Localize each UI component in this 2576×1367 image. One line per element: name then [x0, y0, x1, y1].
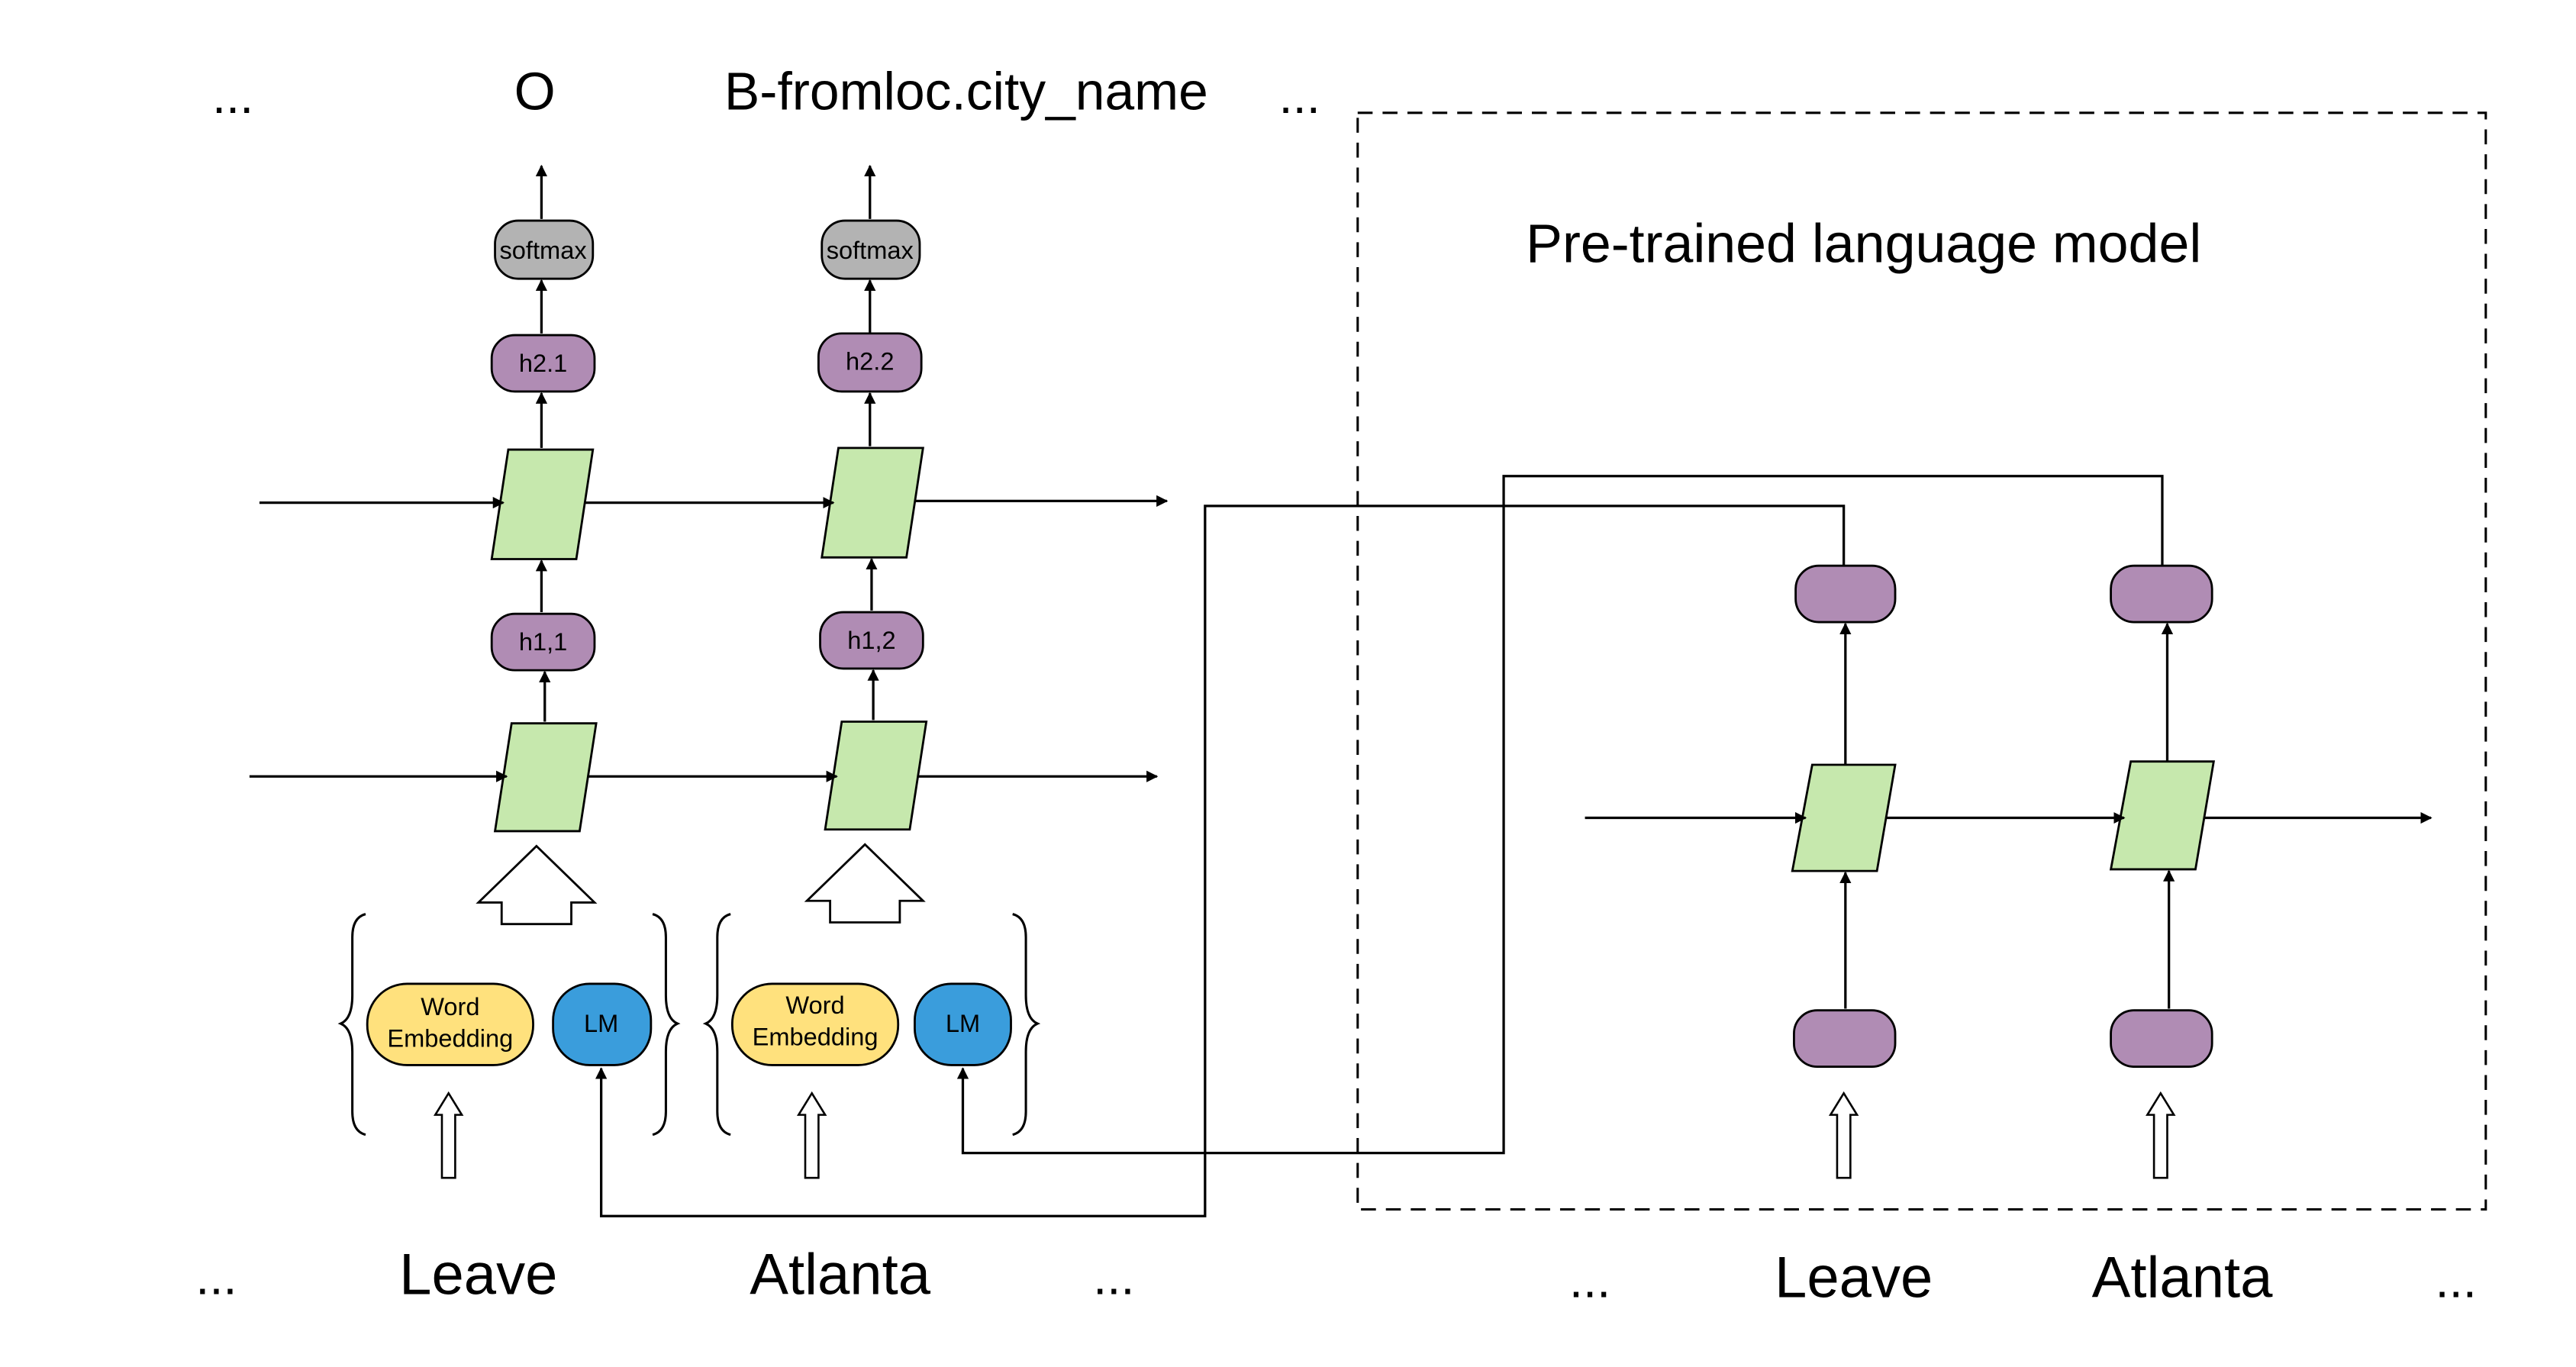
lm-input-ellipsis-right: ...	[2436, 1253, 2477, 1308]
softmax-label-2: softmax	[827, 236, 914, 264]
lm-rnn-cell-1	[1791, 763, 1897, 872]
lm-rnn-cell-2	[2109, 760, 2216, 871]
input-word-leave: Leave	[399, 1242, 557, 1307]
lm-input-word-leave: Leave	[1775, 1246, 1933, 1311]
big-up-arrow-2	[804, 843, 926, 924]
rnn-layer2-cell-1	[490, 448, 595, 560]
rnn-layer1-cell-2	[824, 721, 928, 831]
left-brace-2	[702, 913, 731, 1136]
lm-input-ellipsis-left: ...	[1569, 1253, 1610, 1308]
softmax-node-1	[494, 219, 595, 280]
lm-connector-atlanta	[956, 475, 2164, 1155]
h1-label-1: h1,1	[519, 627, 567, 656]
pretrained-lm-box	[1356, 111, 2487, 1211]
lm-hidden-node-2	[2110, 564, 2213, 624]
lm-label-2: LM	[946, 1009, 980, 1037]
softmax-label-1: softmax	[500, 236, 587, 264]
input-ellipsis-mid: ...	[1093, 1249, 1134, 1304]
word-embedding-node-1	[366, 982, 534, 1066]
input-word-atlanta: Atlanta	[750, 1242, 931, 1307]
rnn-layer2-cell-2	[821, 447, 924, 559]
output-ellipsis-left: ...	[212, 68, 253, 124]
output-ellipsis-right: ...	[1279, 68, 1320, 124]
h2-label-2: h2.2	[846, 347, 894, 376]
h2-node-1	[490, 334, 596, 393]
word-embedding-label-1b: Embedding	[387, 1024, 513, 1053]
left-brace-1	[337, 913, 366, 1136]
lm-label-1: LM	[584, 1009, 618, 1037]
word-embedding-label-2b: Embedding	[753, 1022, 879, 1050]
word-input-arrow-1	[433, 1091, 464, 1179]
lm-node-2	[914, 982, 1012, 1066]
output-label-o: O	[514, 61, 556, 121]
big-up-arrow-1	[476, 844, 598, 926]
lm-input-node-1	[1793, 1009, 1897, 1069]
lm-hidden-node-1	[1794, 564, 1897, 624]
lm-input-node-2	[2110, 1009, 2213, 1069]
h2-node-2	[817, 332, 923, 393]
pretrained-lm-title: Pre-trained language model	[1526, 213, 2201, 274]
h1-node-1	[490, 612, 596, 672]
lm-input-word-atlanta: Atlanta	[2092, 1246, 2274, 1311]
h1-node-2	[819, 611, 924, 670]
lm-word-input-arrow-1	[1828, 1091, 1859, 1179]
word-input-arrow-2	[796, 1091, 827, 1179]
softmax-node-2	[821, 219, 921, 280]
word-embedding-label-2a: Word	[785, 991, 844, 1019]
rnn-layer1-cell-1	[493, 722, 598, 833]
lm-connector-leave	[595, 505, 1846, 1217]
lm-word-input-arrow-2	[2146, 1091, 2176, 1179]
h1-label-2: h1,2	[847, 626, 895, 654]
h2-label-1: h2.1	[519, 349, 567, 377]
right-brace-2	[1012, 913, 1041, 1136]
output-label-bfromloc: B-fromloc.city_name	[724, 61, 1208, 121]
word-embedding-node-2	[730, 982, 900, 1066]
right-brace-1	[652, 913, 681, 1136]
word-embedding-label-1a: Word	[421, 992, 479, 1020]
input-ellipsis-left: ...	[195, 1249, 237, 1304]
lm-node-1	[552, 982, 653, 1066]
